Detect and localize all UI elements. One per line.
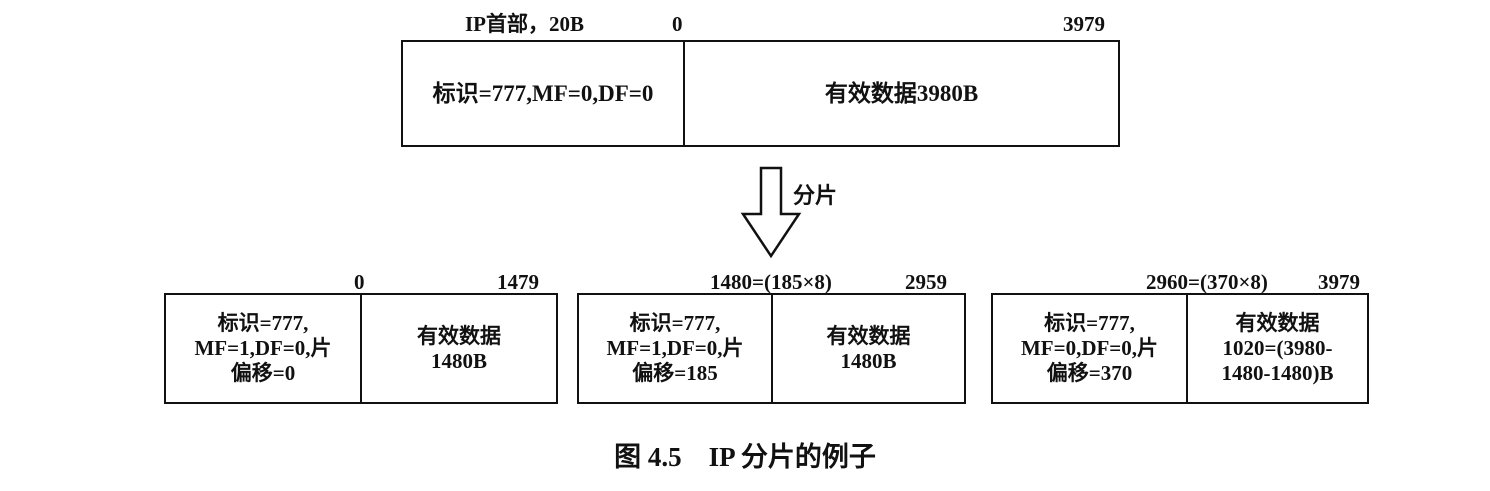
fragment-2-header-cell: 标识=777, MF=1,DF=0,片 偏移=185 xyxy=(579,295,773,402)
fragment-3-header-cell: 标识=777, MF=0,DF=0,片 偏移=370 xyxy=(993,295,1188,402)
original-header-cell: 标识=777,MF=0,DF=0 xyxy=(403,42,685,145)
original-datagram-box: 标识=777,MF=0,DF=0 有效数据3980B xyxy=(401,40,1120,147)
fragment-1-header-cell: 标识=777, MF=1,DF=0,片 偏移=0 xyxy=(166,295,362,402)
ip-header-size-label: IP首部，20B xyxy=(465,12,585,36)
fragment-3-payload-line: 1020=(3980- xyxy=(1222,336,1333,360)
original-end-offset: 3979 xyxy=(1063,12,1105,36)
fragment-3-header-line: 偏移=370 xyxy=(1046,361,1133,385)
fragment-3-box: 标识=777, MF=0,DF=0,片 偏移=370 有效数据 1020=(39… xyxy=(991,293,1369,404)
fragment-1-box: 标识=777, MF=1,DF=0,片 偏移=0 有效数据 1480B xyxy=(164,293,558,404)
fragment-3-start-offset: 2960=(370×8) xyxy=(1146,270,1268,294)
fragment-2-end-offset: 2959 xyxy=(905,270,947,294)
fragment-3-header-line: MF=0,DF=0,片 xyxy=(1020,336,1159,360)
fragmentation-label: 分片 xyxy=(793,183,838,208)
original-start-offset: 0 xyxy=(672,12,683,36)
down-arrow-icon xyxy=(740,166,802,259)
fragment-3-payload-line: 有效数据 xyxy=(1235,311,1320,335)
fragment-3-end-offset: 3979 xyxy=(1318,270,1360,294)
fragment-1-header-line: 标识=777, xyxy=(217,311,309,335)
fragment-2-payload-line: 有效数据 xyxy=(826,323,911,348)
fragment-2-header-line: 偏移=185 xyxy=(632,361,718,385)
fragment-2-start-offset: 1480=(185×8) xyxy=(710,270,832,294)
fragment-1-header-line: 偏移=0 xyxy=(230,361,296,385)
fragment-1-start-offset: 0 xyxy=(354,270,365,294)
original-header-text: 标识=777,MF=0,DF=0 xyxy=(432,80,654,106)
fragment-2-header-line: MF=1,DF=0,片 xyxy=(606,336,744,360)
fragment-1-payload-line: 1480B xyxy=(430,348,487,373)
fragment-3-payload-cell: 有效数据 1020=(3980- 1480-1480)B xyxy=(1188,295,1367,402)
fragment-2-payload-line: 1480B xyxy=(840,348,897,373)
fragment-1-payload-cell: 有效数据 1480B xyxy=(362,295,556,402)
fragment-2-payload-cell: 有效数据 1480B xyxy=(773,295,964,402)
fragment-2-box: 标识=777, MF=1,DF=0,片 偏移=185 有效数据 1480B xyxy=(577,293,966,404)
fragment-3-payload-line: 1480-1480)B xyxy=(1221,361,1334,385)
fragment-2-header-line: 标识=777, xyxy=(629,311,721,335)
fragment-3-header-line: 标识=777, xyxy=(1044,311,1135,335)
fragment-1-header-line: MF=1,DF=0,片 xyxy=(194,336,332,360)
original-payload-cell: 有效数据3980B xyxy=(685,42,1118,145)
fragment-1-payload-line: 有效数据 xyxy=(417,323,501,348)
fragment-1-end-offset: 1479 xyxy=(497,270,539,294)
original-payload-text: 有效数据3980B xyxy=(824,80,979,106)
figure-caption: 图 4.5 IP 分片的例子 xyxy=(614,442,876,472)
